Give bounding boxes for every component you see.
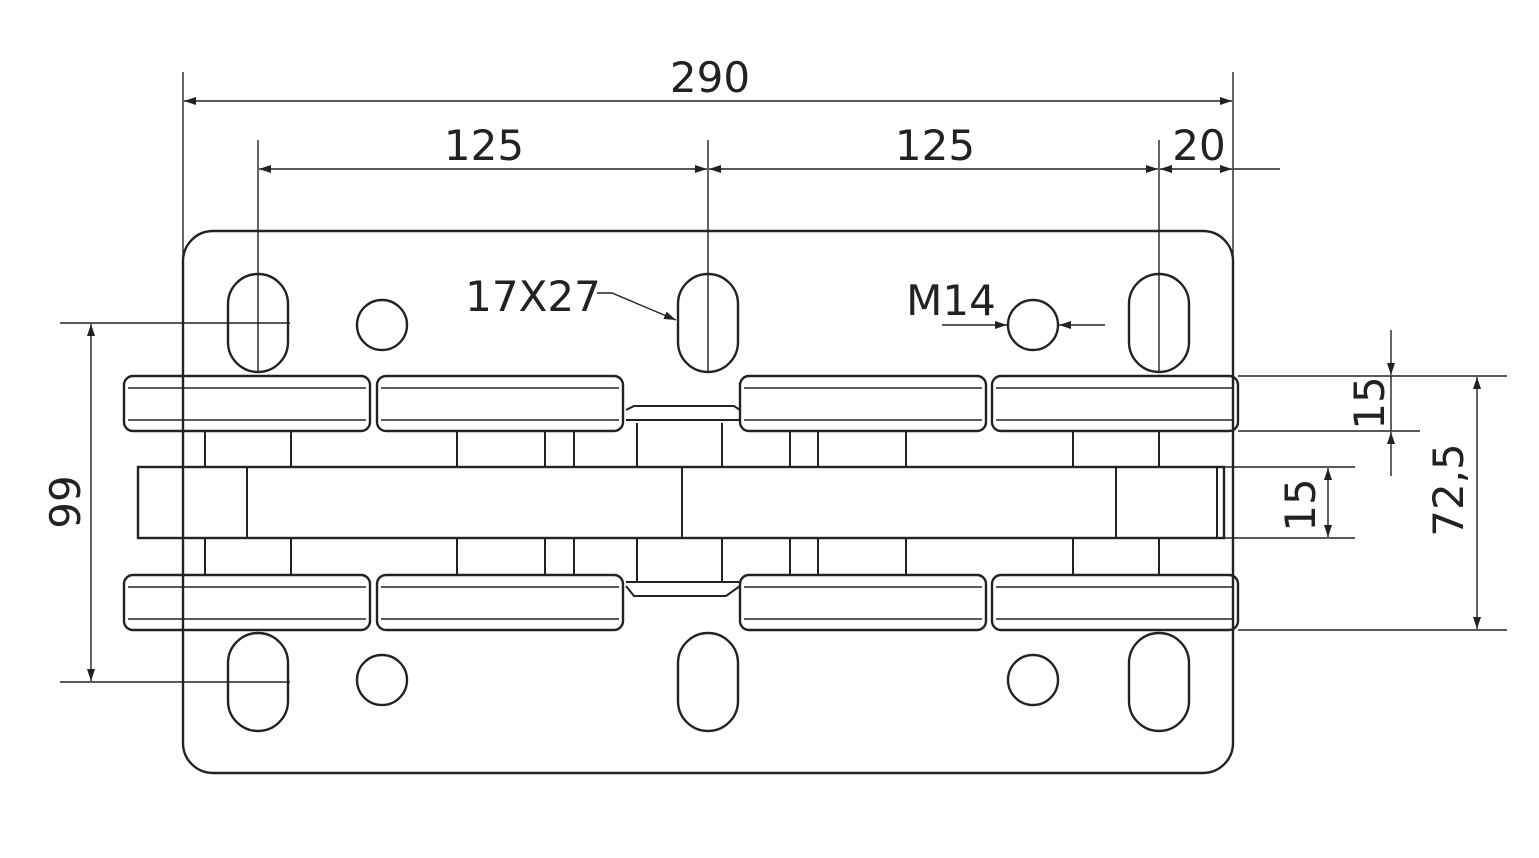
- roller: [375, 374, 625, 433]
- roller-link: [625, 581, 741, 597]
- dim-edge-offset-label: 20: [1172, 121, 1225, 170]
- roller: [738, 374, 988, 433]
- slot-size-label: 17X27: [465, 272, 601, 321]
- dim-spacing-left-label: 125: [444, 121, 524, 170]
- roller: [990, 573, 1240, 632]
- dimension-lines: [60, 72, 1507, 683]
- slot-hole: [1127, 631, 1191, 733]
- roller-link: [625, 405, 741, 421]
- roller: [122, 374, 372, 433]
- leader-slot: [597, 292, 677, 321]
- rollers-bottom: [122, 573, 1240, 632]
- round-hole: [355, 298, 409, 352]
- rollers-top: [122, 374, 1240, 433]
- dim-outer-height-label: 72,5: [1424, 443, 1473, 537]
- threaded-holes: [355, 298, 1060, 707]
- center-rail: [136, 465, 1226, 540]
- roller-axles: [182, 423, 1160, 582]
- roller: [990, 374, 1240, 433]
- roller: [738, 573, 988, 632]
- roller: [122, 573, 372, 632]
- roller: [375, 573, 625, 632]
- round-hole: [1006, 653, 1060, 707]
- dim-spacing-right-label: 125: [895, 121, 975, 170]
- dim-overall-width-label: 290: [670, 53, 750, 102]
- dim-mid-height-label: 15: [1276, 478, 1325, 531]
- round-hole: [1006, 298, 1060, 352]
- slot-holes-bottom: [226, 631, 1191, 733]
- dim-upper-height-label: 15: [1345, 376, 1394, 429]
- slot-hole: [676, 631, 740, 733]
- round-hole: [355, 653, 409, 707]
- thread-size-label: M14: [906, 276, 996, 325]
- dim-hole-pitch-label: 99: [41, 475, 90, 528]
